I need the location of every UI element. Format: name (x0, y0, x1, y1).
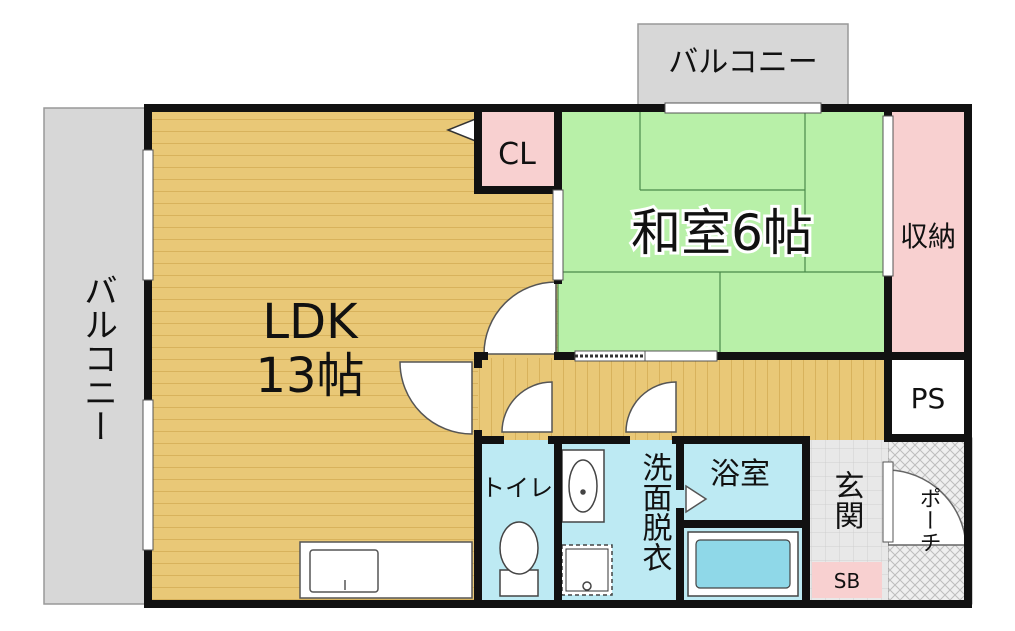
washroom-label: 洗面脱衣 (637, 452, 673, 572)
washitsu-label: 和室6帖 (631, 204, 813, 262)
balcony-top: バルコニー (637, 23, 849, 111)
shoebox-label: SB (834, 569, 860, 593)
wash-basin (561, 449, 605, 523)
balcony-top-label: バルコニー (668, 45, 817, 80)
porch-label: ポーチ (916, 487, 941, 553)
door-swings (399, 281, 708, 514)
balcony-left: バルコニー (43, 107, 149, 605)
ldk-floor (148, 108, 478, 604)
bath-label: 浴室 (710, 457, 770, 492)
ps-label: PS (911, 382, 946, 415)
toilet-fixture (499, 521, 539, 597)
balcony-left-label: バルコニー (78, 273, 118, 443)
windows (142, 102, 894, 551)
shoebox (812, 562, 882, 598)
entrance-label: 玄関 (829, 470, 864, 530)
closet-cl (478, 108, 556, 190)
ldk-label-line2: 13帖 (255, 348, 364, 404)
washitsu (557, 107, 889, 357)
closet-cl-label: CL (498, 137, 536, 172)
toilet-label: トイレ (481, 474, 553, 502)
kitchen-counter (299, 541, 473, 599)
washer-space (561, 544, 613, 596)
storage (888, 108, 968, 356)
storage-label: 収納 (900, 220, 956, 253)
ldk-label-line1: LDK (262, 294, 359, 350)
porch: ポーチ (887, 437, 973, 605)
ps (888, 356, 968, 438)
